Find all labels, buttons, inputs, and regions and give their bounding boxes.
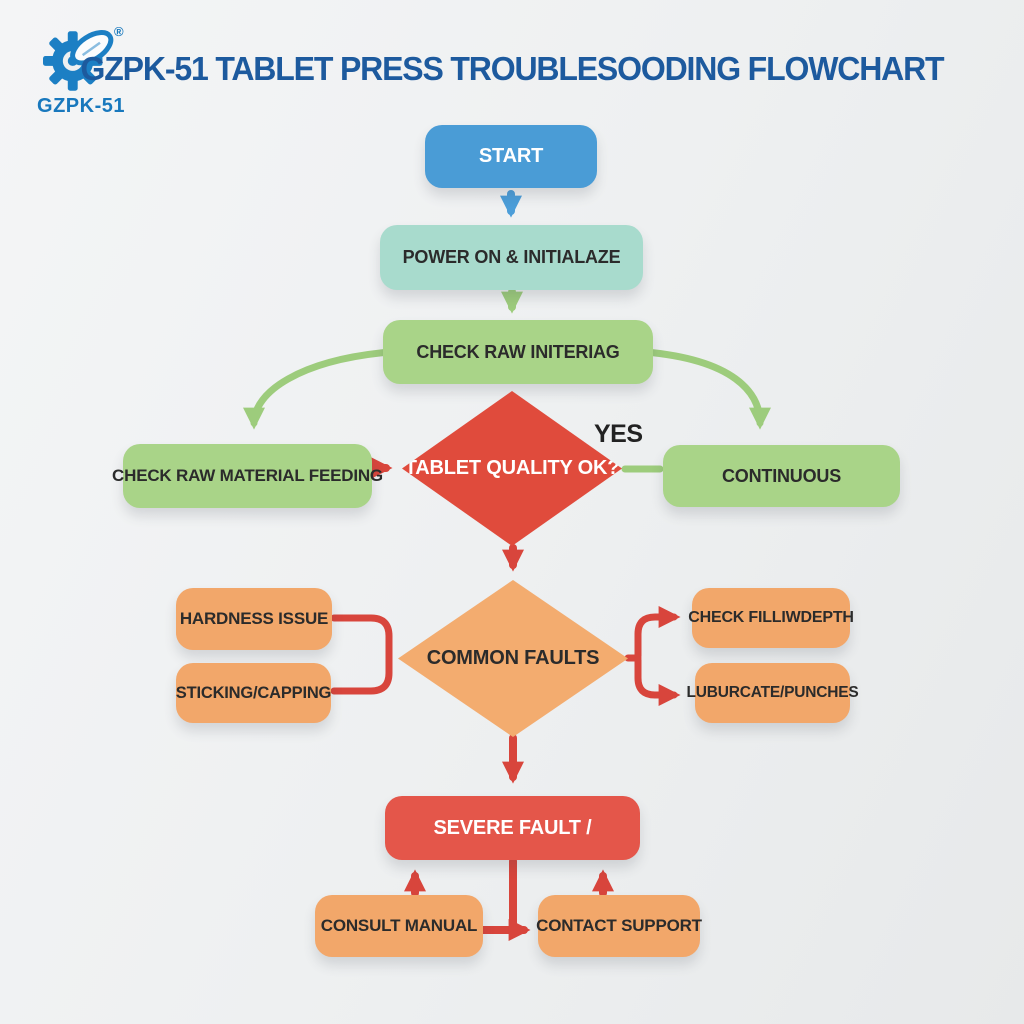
- registered-trademark-symbol: ®: [114, 24, 124, 39]
- edge-checkraw-feeding-curve: [243, 348, 394, 430]
- node-power-on: POWER ON & INITIALAZE: [380, 225, 643, 290]
- node-consult-manual: CONSULT MANUAL: [315, 895, 483, 957]
- node-hardness-issue: HARDNESS ISSUE: [176, 588, 332, 650]
- page-title: GZPK-51 TABLET PRESS TROUBLESOODING FLOW…: [80, 50, 945, 87]
- edge-label-yes: YES: [594, 420, 643, 448]
- node-lubricate-punches: LUBURCATE/PUNCHES: [687, 663, 859, 723]
- node-continuous: CONTINUOUS: [663, 445, 900, 507]
- node-check-fill: CHECK FILLIWDEPTH: [688, 588, 854, 648]
- edge-checkraw-continuous-curve: [642, 348, 771, 430]
- edge-left-bracket: [330, 614, 393, 695]
- brand-name: GZPK-51: [37, 95, 125, 117]
- node-check-raw: CHECK RAW INITERIAG: [383, 320, 653, 384]
- edge-faults-lubricate: [634, 656, 681, 706]
- node-sticking-capping: STICKING/CAPPING: [176, 663, 331, 723]
- brand-logo: ® GZPK-51: [26, 18, 136, 118]
- node-contact-support: CONTACT SUPPORT: [536, 895, 702, 957]
- node-check-feeding: CHECK RAW MATERIAL FEEDING: [112, 444, 383, 508]
- node-severe-fault: SEVERE FAULT /: [385, 796, 640, 860]
- edge-faults-checkfill: [634, 606, 681, 660]
- gear-tablet-logo-icon: [43, 30, 114, 91]
- node-start: START: [425, 125, 597, 188]
